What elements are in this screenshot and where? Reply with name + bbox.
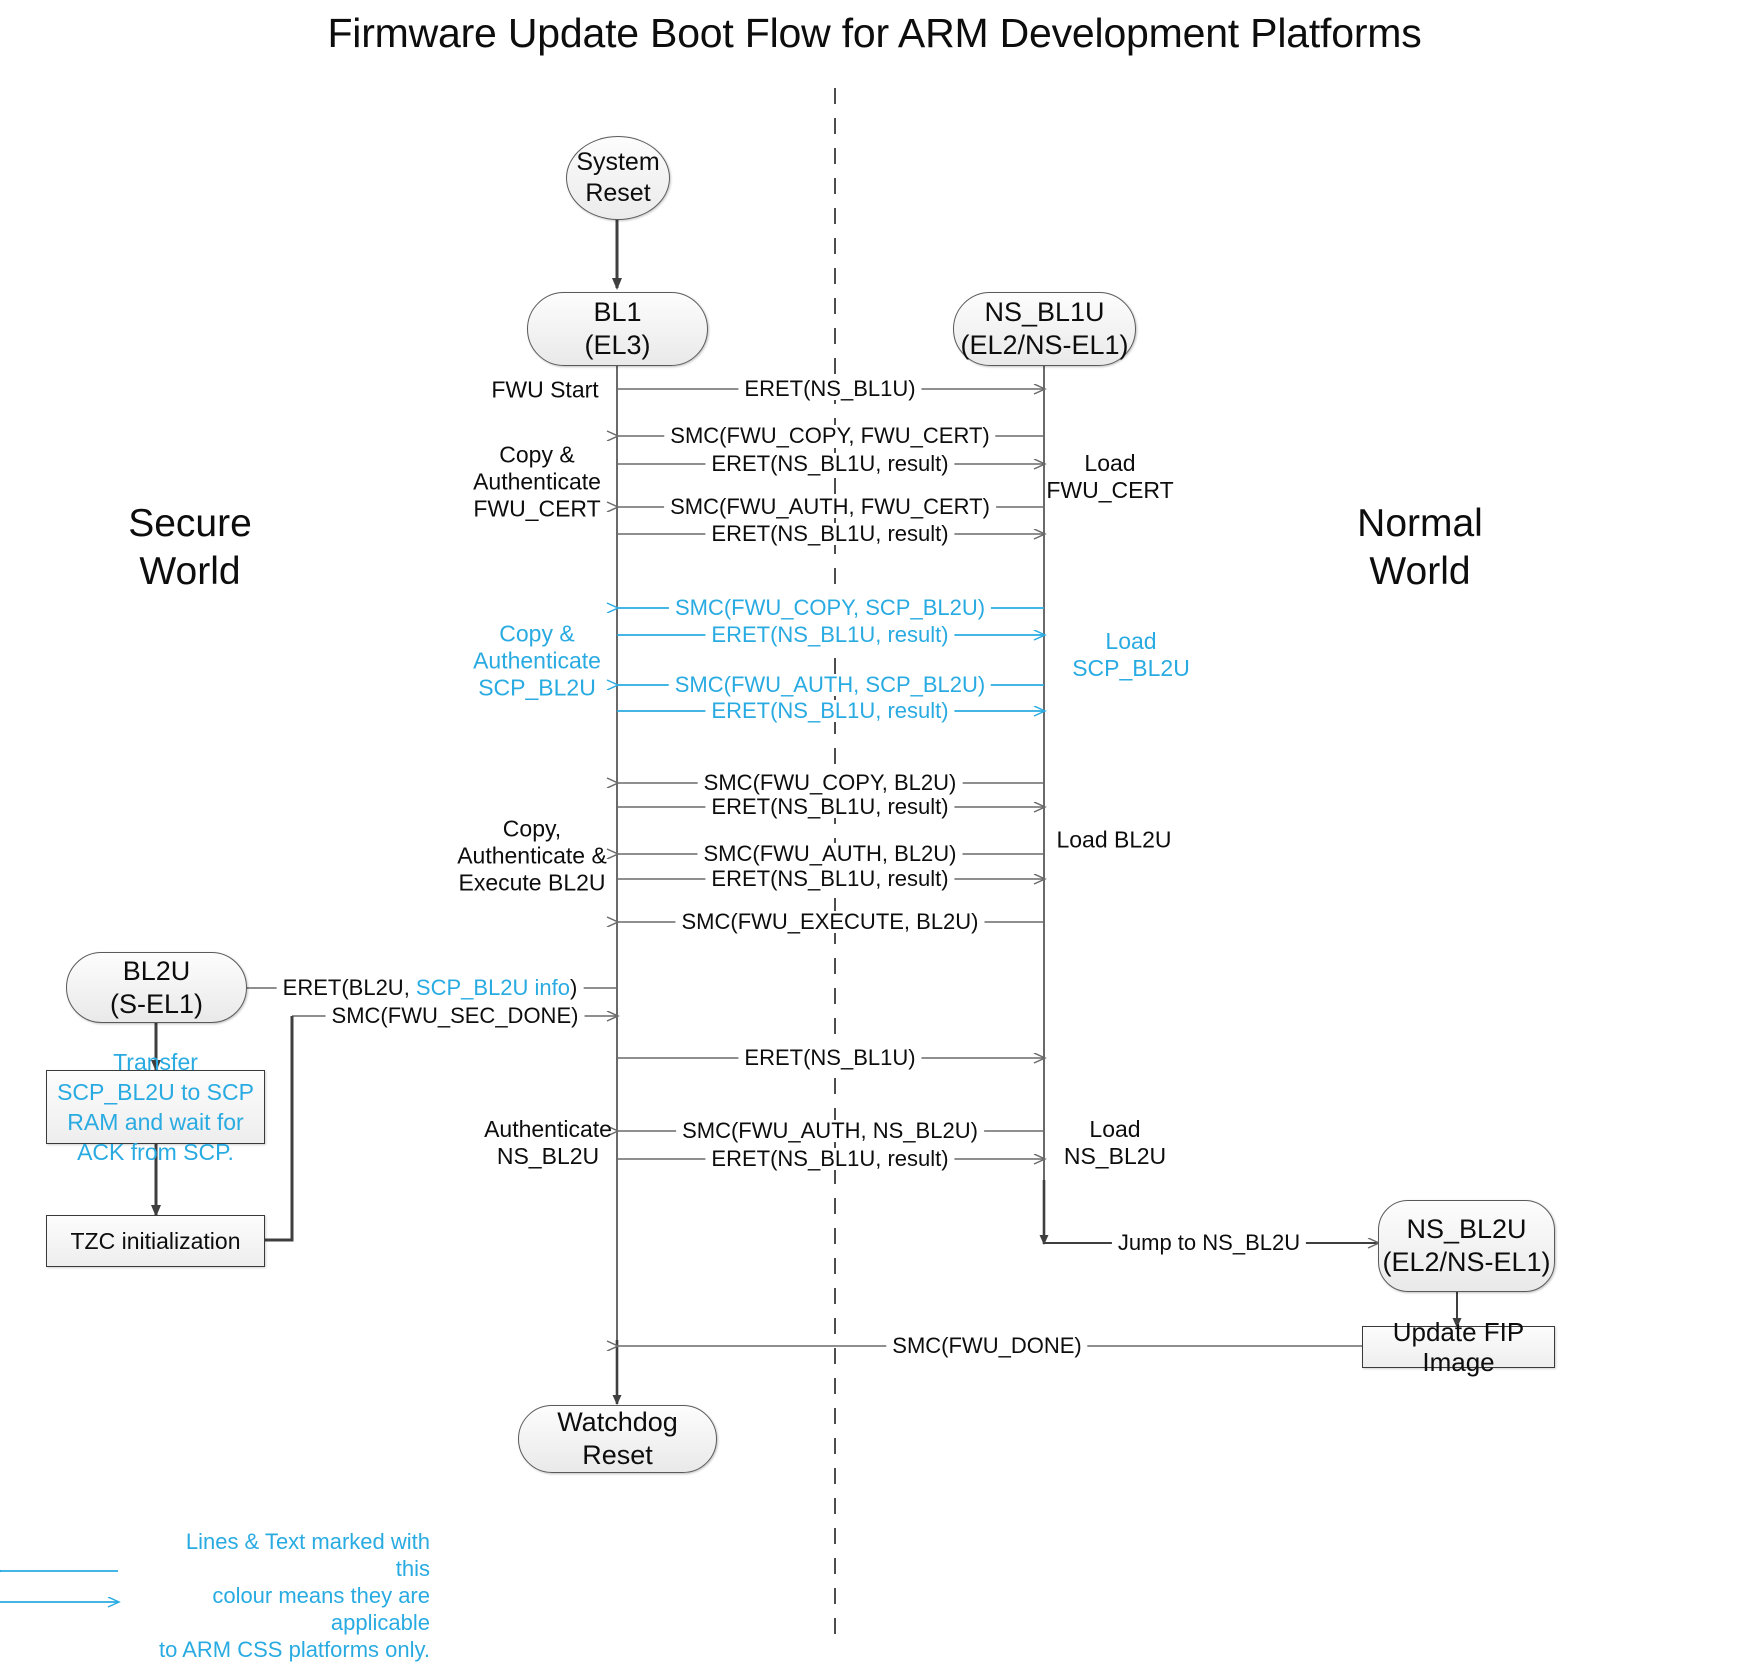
note-load-fwu-cert: Load FWU_CERT [1046, 450, 1174, 503]
node-bl2u[interactable]: BL2U (S-EL1) [66, 952, 247, 1023]
node-transfer-scp-bl2u[interactable]: Transfer SCP_BL2U to SCP RAM and wait fo… [46, 1049, 265, 1165]
note-load-ns-bl2u: Load NS_BL2U [1063, 1116, 1167, 1169]
eret-bl2u-scp-info: SCP_BL2U info [415, 975, 571, 1000]
node-ns-bl2u[interactable]: NS_BL2U (EL2/NS-EL1) [1378, 1200, 1555, 1292]
message-label-m13: ERET(NS_BL1U, result) [705, 868, 955, 890]
note-load-scp-bl2u: Load SCP_BL2U [1072, 628, 1190, 681]
node-watchdog-reset-label: Watchdog Reset [557, 1407, 678, 1470]
note-authenticate-ns-bl2u: Authenticate NS_BL2U [484, 1116, 612, 1169]
message-label-m4: SMC(FWU_AUTH, FWU_CERT) [664, 496, 996, 518]
message-label-m17: ERET(NS_BL1U, result) [705, 1148, 955, 1170]
page-title: Firmware Update Boot Flow for ARM Develo… [327, 10, 1422, 56]
secure-world-label: Secure World [128, 502, 252, 593]
message-label-m14: SMC(FWU_EXECUTE, BL2U) [675, 911, 985, 933]
node-ns-bl2u-line2: (EL2/NS-EL1) [1382, 1247, 1551, 1277]
message-label-m5: ERET(NS_BL1U, result) [705, 523, 955, 545]
message-label-eret-bl2u: ERET(BL2U, SCP_BL2U info) [276, 975, 584, 1000]
node-ns-bl1u-line2: (EL2/NS-EL1) [960, 330, 1129, 360]
node-ns-bl1u-line1: NS_BL1U [984, 297, 1105, 327]
message-label-m3: ERET(NS_BL1U, result) [705, 453, 955, 475]
eret-bl2u-prefix: ERET(BL2U, [282, 975, 416, 1000]
node-bl2u-line2: (S-EL1) [109, 988, 204, 1019]
node-bl1-line1: BL1 [593, 297, 642, 327]
node-system-reset-line1: System [576, 148, 660, 176]
node-bl1[interactable]: BL1 (EL3) [527, 292, 708, 366]
node-watchdog-reset[interactable]: Watchdog Reset [518, 1405, 717, 1473]
node-system-reset[interactable]: System Reset [566, 136, 670, 220]
node-bl1-line2: (EL3) [584, 330, 651, 360]
node-bl2u-line1: BL2U [122, 955, 191, 986]
message-label-m15: ERET(NS_BL1U) [738, 1047, 922, 1069]
message-label-m6: SMC(FWU_COPY, SCP_BL2U) [668, 597, 992, 619]
node-update-fip-image[interactable]: Update FIP Image [1362, 1317, 1555, 1377]
message-label-m7: ERET(NS_BL1U, result) [705, 624, 955, 646]
note-copy-auth-fwu-cert: Copy & Authenticate FWU_CERT [473, 441, 601, 522]
message-label-m12: SMC(FWU_AUTH, BL2U) [697, 843, 963, 865]
message-label-m16: SMC(FWU_AUTH, NS_BL2U) [676, 1120, 984, 1142]
node-ns-bl1u[interactable]: NS_BL1U (EL2/NS-EL1) [953, 292, 1136, 366]
message-label-jump-to-ns-bl2u: Jump to NS_BL2U [1111, 1232, 1307, 1254]
message-label-m2: SMC(FWU_COPY, FWU_CERT) [664, 425, 996, 447]
message-label-m8: SMC(FWU_AUTH, SCP_BL2U) [668, 674, 992, 696]
node-system-reset-line2: Reset [585, 179, 651, 207]
node-tzc-initialization[interactable]: TZC initialization [46, 1215, 265, 1267]
note-fwu-start: FWU Start [491, 376, 599, 403]
note-load-bl2u: Load BL2U [1056, 826, 1172, 853]
node-ns-bl2u-line1: NS_BL2U [1406, 1214, 1527, 1244]
legend-text: Lines & Text marked with this colour mea… [158, 1529, 430, 1662]
note-copy-auth-exec-bl2u: Copy, Authenticate & Execute BL2U [457, 815, 607, 896]
normal-world-label: Normal World [1357, 502, 1483, 593]
message-label-smc-fwu-done: SMC(FWU_DONE) [886, 1335, 1088, 1357]
message-label-m11: ERET(NS_BL1U, result) [705, 796, 955, 818]
note-copy-auth-scp-bl2u: Copy & Authenticate SCP_BL2U [473, 620, 601, 701]
message-label-m9: ERET(NS_BL1U, result) [705, 700, 955, 722]
message-label-smc-fwu-sec-done: SMC(FWU_SEC_DONE) [325, 1005, 585, 1027]
eret-bl2u-suffix: ) [570, 975, 578, 1000]
message-label-m10: SMC(FWU_COPY, BL2U) [697, 772, 963, 794]
message-label-m1: ERET(NS_BL1U) [738, 378, 922, 400]
